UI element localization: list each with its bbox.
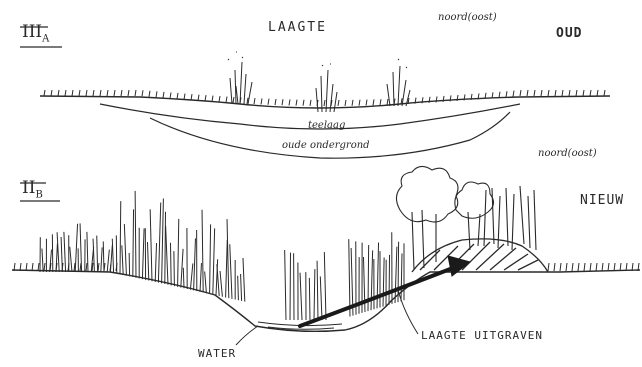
section-b-label: IIB [22,178,43,200]
state-label-new: NIEUW [580,193,624,208]
section-a-label: IIIA [22,22,49,44]
dig-out-label: LAAGTE UITGRAVEN [421,329,543,342]
compass-label-a: noord(oost) [438,12,497,23]
grass-ticks-old [44,90,605,106]
state-label-old: OUD [556,26,582,41]
water-label: WATER [198,347,236,360]
compass-label-b: noord(oost) [538,148,597,159]
layer-label-topsoil: teelaag [308,120,345,131]
reed-clumps-old [228,52,410,112]
drawing-title: LAAGTE [268,20,327,35]
trees-cluster [396,166,536,270]
section-a-mark-lines [20,27,62,201]
layer-label-subsoil: oude ondergrond [282,140,370,151]
spoil-mound [412,239,548,272]
